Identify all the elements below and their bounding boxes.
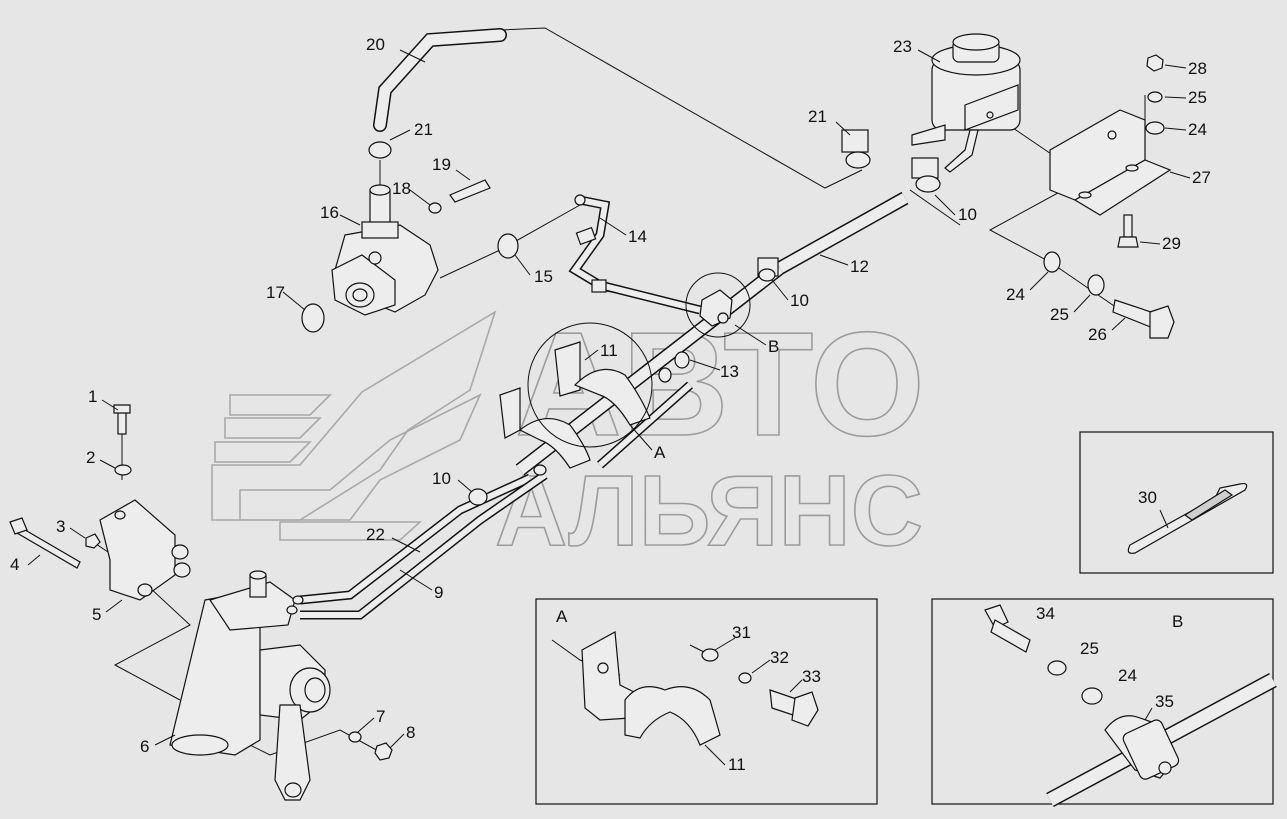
callout-35: 35: [1155, 692, 1174, 711]
callout-10-a: 10: [432, 469, 451, 488]
callout-18: 18: [392, 179, 411, 198]
callout-9: 9: [434, 583, 443, 602]
callout-8: 8: [406, 723, 415, 742]
callout-17: 17: [266, 283, 285, 302]
callout-12: 12: [850, 257, 869, 276]
detail-b-title: B: [1172, 612, 1183, 631]
view-b-circle: [685, 272, 751, 338]
detail-box-band: [1079, 431, 1274, 574]
detail-a-title: A: [556, 607, 568, 626]
callout-24-a: 24: [1188, 120, 1207, 139]
steering-gear-box: [169, 570, 331, 801]
callout-32: 32: [770, 648, 789, 667]
callout-26: 26: [1088, 325, 1107, 344]
callout-25-c: 25: [1080, 639, 1099, 658]
callout-7: 7: [376, 707, 385, 726]
power-steering-pump: [301, 179, 519, 333]
callout-15: 15: [534, 267, 553, 286]
callout-11-a: 11: [600, 341, 618, 360]
callout-24-c: 24: [1118, 666, 1137, 685]
callout-2: 2: [86, 448, 95, 467]
watermark-line2: АЛЬЯНС: [495, 455, 923, 567]
pipe-fittings: [574, 194, 733, 383]
callout-10-b: 10: [790, 291, 809, 310]
callout-20: 20: [366, 35, 385, 54]
callout-19: 19: [432, 155, 451, 174]
callout-5: 5: [92, 605, 101, 624]
hose-clamps: [368, 129, 941, 506]
callout-3: 3: [56, 517, 65, 536]
callout-6: 6: [140, 737, 149, 756]
view-a-circle: [527, 322, 653, 448]
callout-leaders: [27, 49, 1191, 749]
callout-34: 34: [1036, 604, 1055, 623]
callout-21-a: 21: [414, 120, 433, 139]
reservoir-bracket: [1049, 109, 1172, 216]
steering-bracket: [9, 404, 393, 761]
pipe-clamp-assembly: [499, 341, 651, 476]
reservoir-tank: [911, 33, 1021, 173]
callout-21-b: 21: [808, 107, 827, 126]
callout-22: 22: [366, 525, 385, 544]
callout-10-c: 10: [958, 205, 977, 224]
callout-13: 13: [720, 362, 739, 381]
callout-29: 29: [1162, 234, 1181, 253]
callout-4: 4: [10, 555, 19, 574]
callout-25-b: 25: [1050, 305, 1069, 324]
callout-14: 14: [628, 227, 647, 246]
detail-box-a: A: [535, 598, 878, 805]
callout-25-a: 25: [1188, 88, 1207, 107]
view-marker-a: A: [654, 443, 666, 462]
callout-23: 23: [893, 37, 912, 56]
callout-33: 33: [802, 667, 821, 686]
callout-27: 27: [1192, 168, 1211, 187]
callout-labels: 1 2 3 4 5 6 7 8 9 10 10 10 11 11 12 13 1…: [10, 35, 1211, 774]
callout-1: 1: [88, 387, 97, 406]
callout-28: 28: [1188, 59, 1207, 78]
callout-31: 31: [732, 623, 751, 642]
bracket-fasteners: [1043, 54, 1175, 339]
callout-24-b: 24: [1006, 285, 1025, 304]
detail-box-b: B: [931, 598, 1277, 808]
callout-11-b: 11: [728, 755, 746, 774]
watermark-logo: [211, 310, 497, 541]
view-marker-b: B: [768, 337, 779, 356]
callout-30: 30: [1138, 488, 1157, 507]
callout-16: 16: [320, 203, 339, 222]
